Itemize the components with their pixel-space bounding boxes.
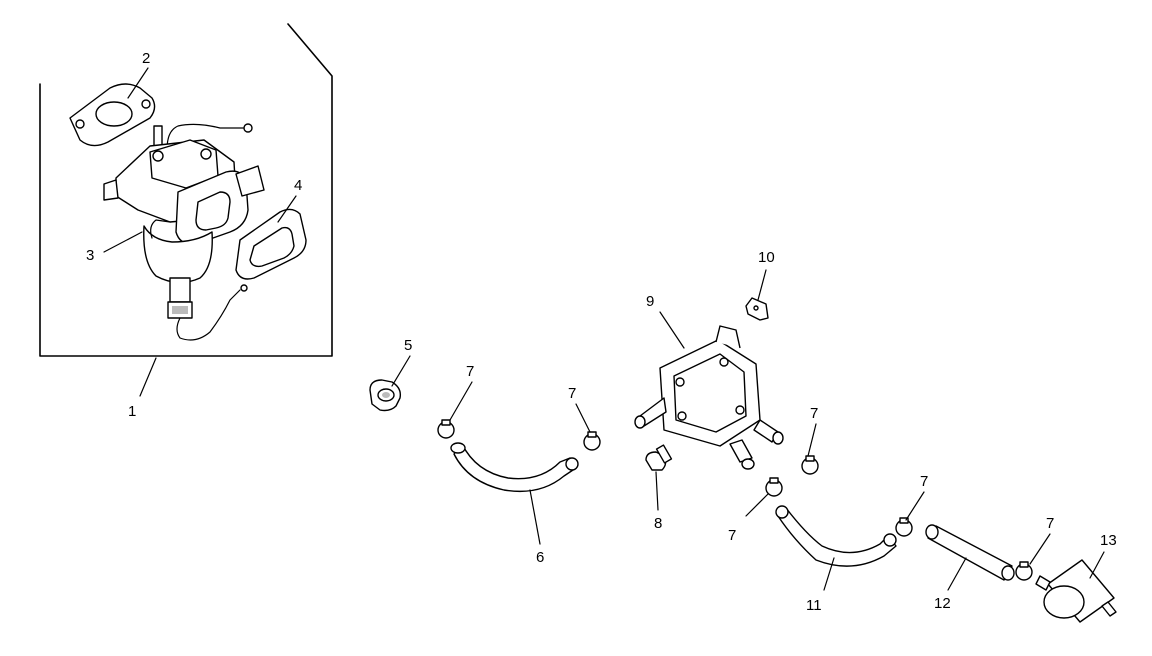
fuel-line-hose-6 bbox=[450, 442, 579, 493]
nut bbox=[369, 379, 402, 412]
callout-6: 6 bbox=[536, 549, 544, 566]
callout-1: 1 bbox=[128, 403, 136, 420]
hose-clamp-c bbox=[801, 455, 819, 475]
retaining-clip bbox=[745, 297, 769, 321]
callout-11: 11 bbox=[806, 597, 822, 614]
callout-5: 5 bbox=[404, 337, 412, 354]
callout-7f: 7 bbox=[1046, 515, 1054, 532]
callout-7b: 7 bbox=[568, 385, 576, 402]
carburetor-assembly bbox=[103, 123, 265, 341]
callout-9: 9 bbox=[646, 293, 654, 310]
callout-4: 4 bbox=[294, 177, 302, 194]
callout-2: 2 bbox=[142, 50, 150, 67]
hose-clamp-d bbox=[765, 477, 783, 497]
fuel-filter bbox=[1035, 559, 1117, 623]
carburetor-kit-bracket bbox=[39, 23, 333, 357]
fuel-line-hose-11 bbox=[775, 505, 897, 567]
hose-clamp-f bbox=[1015, 561, 1033, 581]
callout-7c: 7 bbox=[810, 405, 818, 422]
hose-clamp-e bbox=[895, 517, 913, 537]
callout-7a: 7 bbox=[466, 363, 474, 380]
hose-clamp-a bbox=[437, 419, 455, 439]
fuel-pump bbox=[634, 325, 784, 470]
air-filter-gasket bbox=[235, 208, 307, 280]
callout-8: 8 bbox=[654, 515, 662, 532]
straight-fuel-hose bbox=[925, 524, 1015, 581]
callout-3: 3 bbox=[86, 247, 94, 264]
callout-7d: 7 bbox=[728, 527, 736, 544]
hose-clamp-b bbox=[583, 431, 601, 451]
callout-7e: 7 bbox=[920, 473, 928, 490]
callout-10: 10 bbox=[758, 249, 775, 266]
mounting-screw bbox=[645, 444, 673, 471]
callout-13: 13 bbox=[1100, 532, 1117, 549]
carburetor-gasket bbox=[69, 83, 156, 147]
leader-lines bbox=[103, 67, 1105, 591]
callout-12: 12 bbox=[934, 595, 951, 612]
